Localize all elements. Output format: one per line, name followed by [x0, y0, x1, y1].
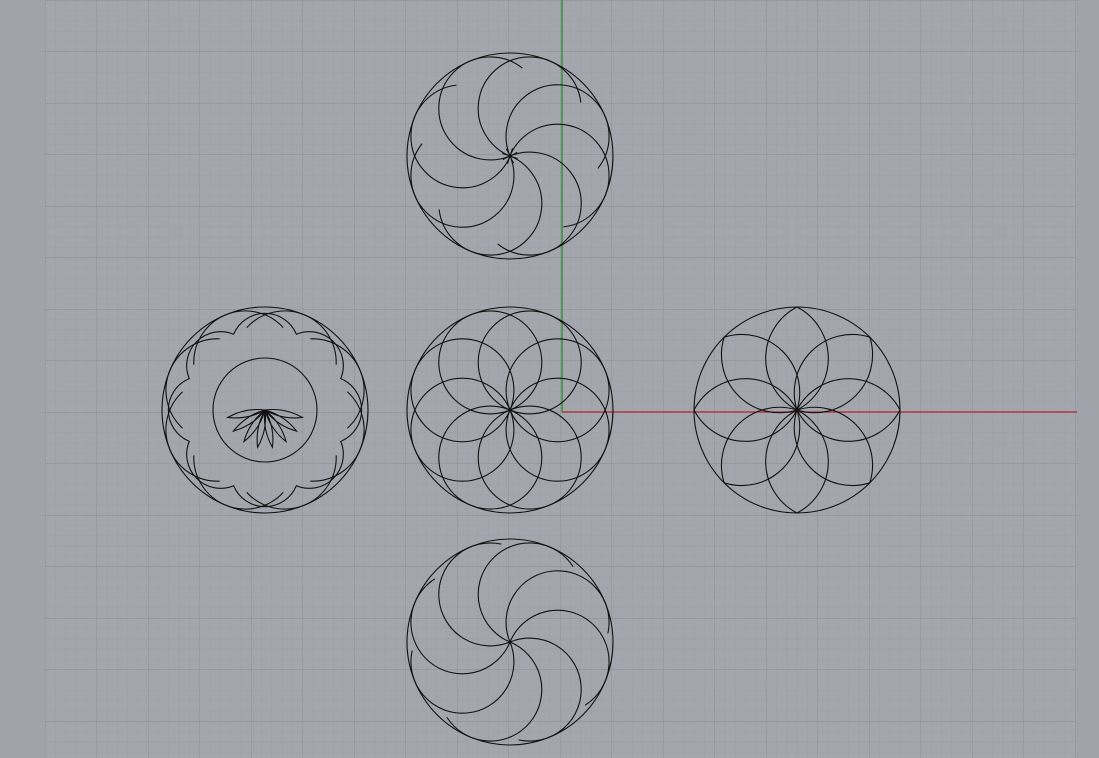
petal-circle: [505, 338, 610, 443]
outer-circle: [161, 306, 369, 514]
pattern-bottom-swirl[interactable]: [406, 538, 614, 746]
petal-circle: [410, 377, 515, 482]
star-petal: [263, 409, 274, 449]
pinwheel-arc: [438, 56, 523, 161]
outer-petal-arc: [193, 310, 284, 365]
star-petal: [264, 409, 299, 433]
swirl-petal-arc: [446, 641, 543, 742]
swirl-petal-arc: [410, 641, 515, 714]
outer-petal-arc: [246, 455, 337, 510]
rosette-petal: [793, 333, 874, 414]
rosette-petal: [720, 333, 801, 414]
pattern-right-rosette[interactable]: [693, 306, 901, 514]
swirl-petal-arc: [477, 542, 574, 643]
outer-petal-arc: [193, 455, 284, 510]
swirl-petal-arc: [505, 570, 610, 643]
rosette-petal: [693, 378, 798, 442]
star-petal: [231, 409, 266, 433]
pinwheel-arc: [497, 151, 582, 256]
rosette-petal: [796, 378, 901, 442]
viewport-left-border: [0, 0, 45, 758]
outer-petal-arc: [246, 310, 337, 365]
petal-circle: [438, 405, 543, 510]
pinwheel-arc: [410, 143, 515, 228]
swirl-petal-arc: [509, 609, 610, 706]
pattern-center-circles[interactable]: [406, 306, 614, 514]
rosette-petal: [793, 406, 874, 487]
star-petal: [226, 408, 266, 419]
pattern-left-scalloped[interactable]: [161, 306, 369, 514]
outer-circle: [406, 306, 614, 514]
pattern-top-pinwheel[interactable]: [406, 52, 614, 260]
scalloped-outline: [167, 312, 363, 508]
outer-petal-arc: [310, 391, 365, 482]
outer-circle: [406, 52, 614, 260]
rosette-petal: [765, 306, 829, 411]
swirl-petal-arc: [509, 637, 582, 742]
outer-petal-arc: [310, 338, 365, 429]
petal-circle: [438, 310, 543, 415]
pinwheel-arc: [438, 152, 543, 256]
petal-circle: [410, 338, 515, 443]
star-petal: [264, 408, 304, 419]
star-petal: [264, 409, 288, 444]
star-petal: [256, 409, 267, 449]
petal-circle: [477, 405, 582, 510]
petal-circle: [477, 310, 582, 415]
pinwheel-arc: [506, 123, 610, 228]
petal-circle: [505, 377, 610, 482]
grid: [45, 0, 1077, 758]
swirl-petal-arc: [410, 578, 511, 675]
rosette-petal: [765, 409, 829, 514]
pinwheel-arc: [477, 56, 582, 160]
star-petal: [242, 409, 266, 444]
outer-petal-arc: [165, 338, 220, 429]
pinwheel-arc: [410, 84, 514, 189]
viewport-right-border: [1077, 0, 1099, 758]
pinwheel-arc: [505, 84, 610, 169]
outer-circle: [406, 538, 614, 746]
outer-petal-arc: [165, 391, 220, 482]
swirl-petal-arc: [438, 542, 511, 647]
inner-circle: [212, 357, 318, 463]
rosette-petal: [720, 406, 801, 487]
